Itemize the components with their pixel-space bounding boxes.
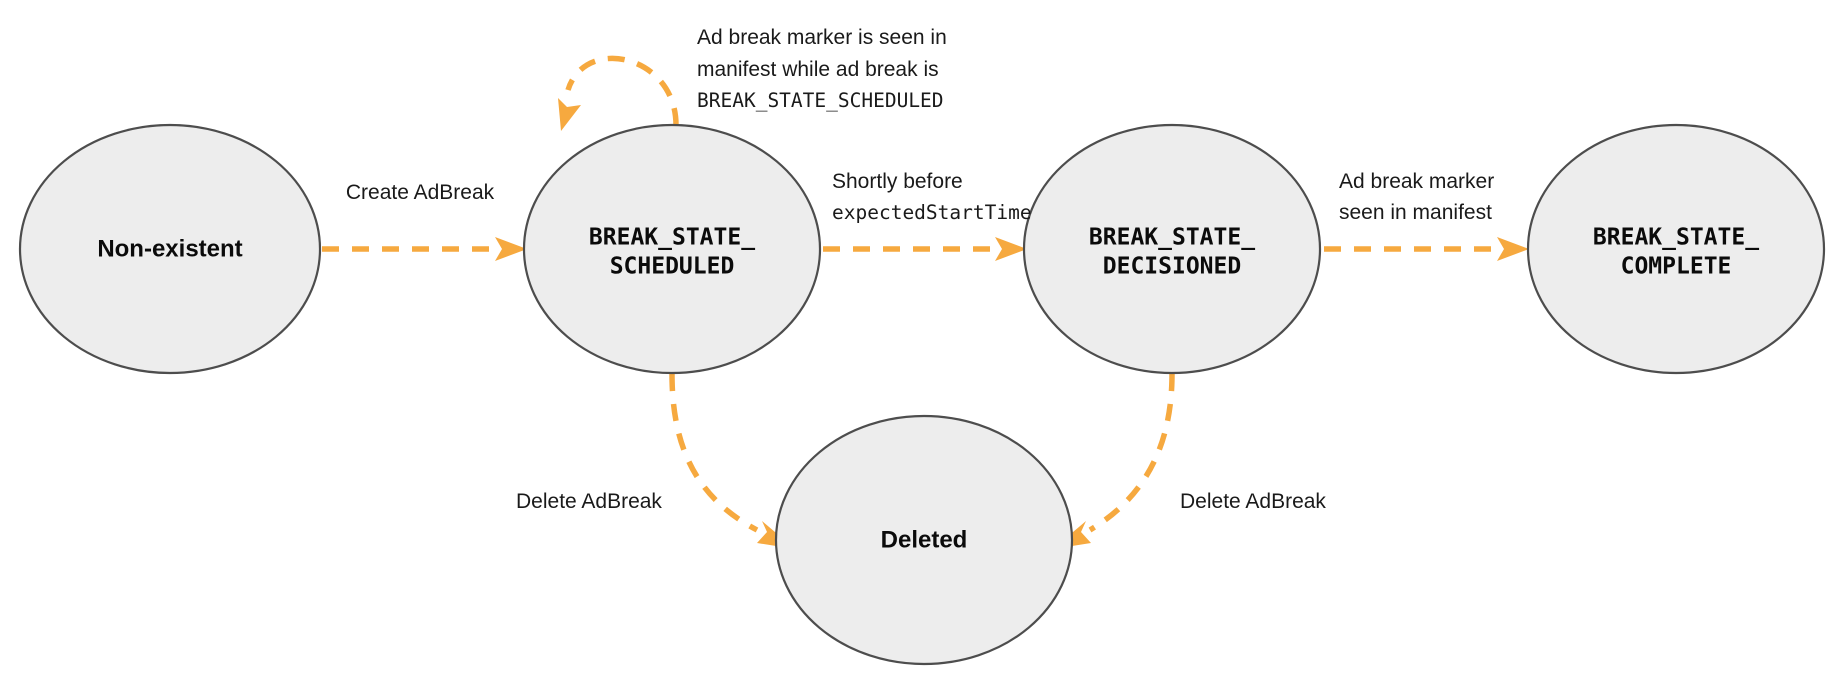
state-node-break-state-decisioned[interactable]: BREAK_STATE_ DECISIONED bbox=[1022, 123, 1322, 375]
nodes-layer: Non-existent BREAK_STATE_ SCHEDULED BREA… bbox=[18, 123, 1826, 666]
edge-label-create-adbreak-part-1: Create bbox=[346, 181, 414, 204]
edge-label-scheduled-self-loop-line-3: BREAK_STATE_SCHEDULED bbox=[697, 89, 944, 112]
edge-label-create-adbreak: Create AdBreak bbox=[346, 181, 495, 204]
edge-label-scheduled-self-loop-line-1: Ad break marker is seen in bbox=[697, 26, 947, 49]
edge-label-scheduled-to-deleted: Delete AdBreak bbox=[516, 490, 662, 513]
edge-scheduled-self-loop bbox=[558, 55, 679, 131]
edge-scheduled-self-loop-path bbox=[565, 55, 679, 126]
edge-label-scheduled-to-decisioned-line-1: Shortly before bbox=[832, 170, 963, 193]
edge-label-decisioned-to-deleted-part-1: Delete bbox=[1180, 490, 1245, 513]
state-node-break-state-complete-label-line-2: COMPLETE bbox=[1621, 254, 1732, 280]
edge-label-decisioned-to-deleted-part-2: AdBreak bbox=[1245, 490, 1326, 513]
edge-scheduled-to-decisioned bbox=[823, 237, 1027, 261]
edge-decisioned-to-deleted-path bbox=[1088, 373, 1175, 533]
edge-label-create-adbreak-part-2: AdBreak bbox=[414, 181, 495, 204]
state-node-break-state-scheduled-label-line-2: SCHEDULED bbox=[610, 254, 735, 280]
edge-decisioned-to-complete bbox=[1324, 237, 1529, 261]
edge-create-adbreak-arrowhead bbox=[495, 237, 527, 261]
edge-label-scheduled-self-loop-line-2: manifest while ad break is bbox=[697, 58, 939, 81]
state-node-break-state-decisioned-shape[interactable] bbox=[1022, 123, 1322, 375]
state-node-break-state-complete[interactable]: BREAK_STATE_ COMPLETE bbox=[1526, 123, 1826, 375]
state-node-break-state-decisioned-label-line-2: DECISIONED bbox=[1103, 254, 1241, 280]
edge-create-adbreak bbox=[322, 237, 527, 261]
edge-label-decisioned-to-deleted: Delete AdBreak bbox=[1180, 490, 1326, 513]
state-node-break-state-scheduled[interactable]: BREAK_STATE_ SCHEDULED bbox=[522, 123, 822, 375]
edge-decisioned-to-complete-arrowhead bbox=[1497, 237, 1529, 261]
state-node-break-state-complete-label-line-1: BREAK_STATE_ bbox=[1593, 225, 1759, 251]
edge-scheduled-to-decisioned-arrowhead bbox=[995, 237, 1027, 261]
edge-label-decisioned-to-complete-line-1: Ad break marker bbox=[1339, 170, 1494, 193]
state-node-non-existent-label-line-1: Non-existent bbox=[97, 235, 242, 262]
edge-label-scheduled-to-decisioned-line-2: expectedStartTime bbox=[832, 201, 1032, 224]
state-node-deleted-shape[interactable] bbox=[774, 414, 1074, 666]
edge-labels-layer: Create AdBreak Ad break marker is seen i… bbox=[346, 26, 1494, 513]
edge-label-scheduled-to-deleted-part-2: AdBreak bbox=[581, 490, 662, 513]
state-node-break-state-scheduled-label-line-1: BREAK_STATE_ bbox=[589, 225, 755, 251]
edge-scheduled-self-loop-arrowhead bbox=[558, 98, 581, 131]
edge-label-decisioned-to-complete-line-2: seen in manifest bbox=[1339, 201, 1492, 224]
state-node-deleted[interactable]: Deleted bbox=[774, 414, 1074, 666]
edge-label-scheduled-to-deleted-part-1: Delete bbox=[516, 490, 581, 513]
state-node-break-state-decisioned-label-line-1: BREAK_STATE_ bbox=[1089, 225, 1255, 251]
state-node-break-state-complete-shape[interactable] bbox=[1526, 123, 1826, 375]
state-node-break-state-scheduled-shape[interactable] bbox=[522, 123, 822, 375]
state-node-deleted-label-line-1: Deleted bbox=[881, 526, 968, 553]
state-node-non-existent-shape[interactable] bbox=[18, 123, 322, 375]
edge-scheduled-to-deleted-path bbox=[669, 373, 759, 533]
state-node-non-existent[interactable]: Non-existent bbox=[18, 123, 322, 375]
